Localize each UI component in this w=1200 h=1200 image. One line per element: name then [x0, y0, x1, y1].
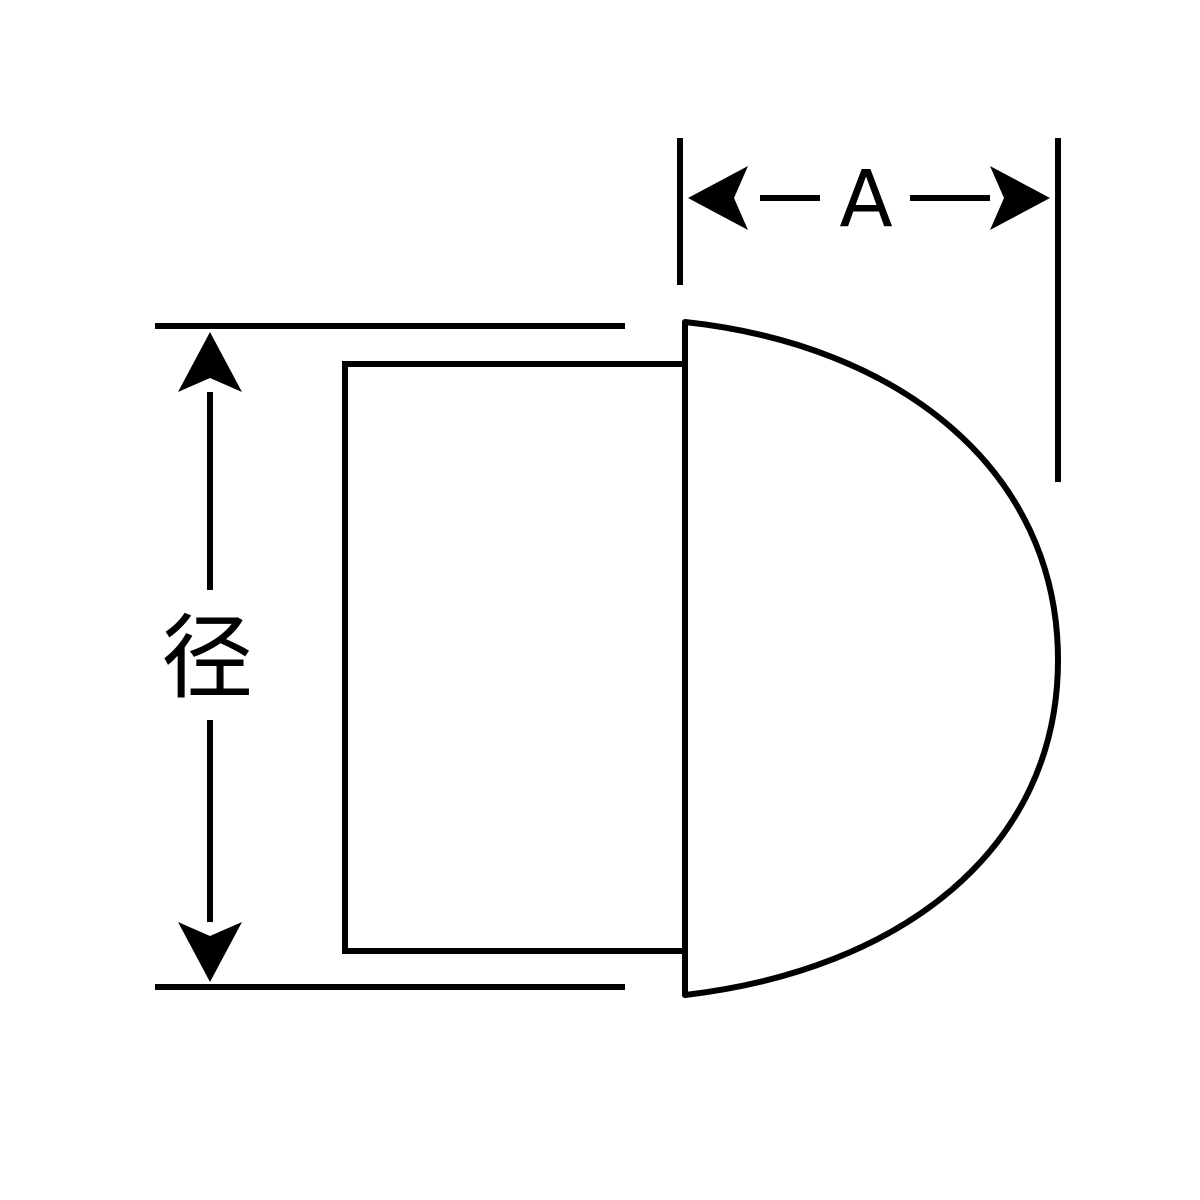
cap-shank-outline [342, 361, 682, 954]
dimension-a-right-arrow [910, 166, 1050, 230]
dimension-a-left-arrow [688, 166, 820, 230]
diameter-bottom-arrow [178, 720, 242, 982]
dimension-a-label: A [839, 155, 892, 245]
cap-dome-outline [682, 319, 1061, 998]
diameter-top-arrow [178, 332, 242, 590]
diameter-label: 径 [161, 605, 253, 712]
